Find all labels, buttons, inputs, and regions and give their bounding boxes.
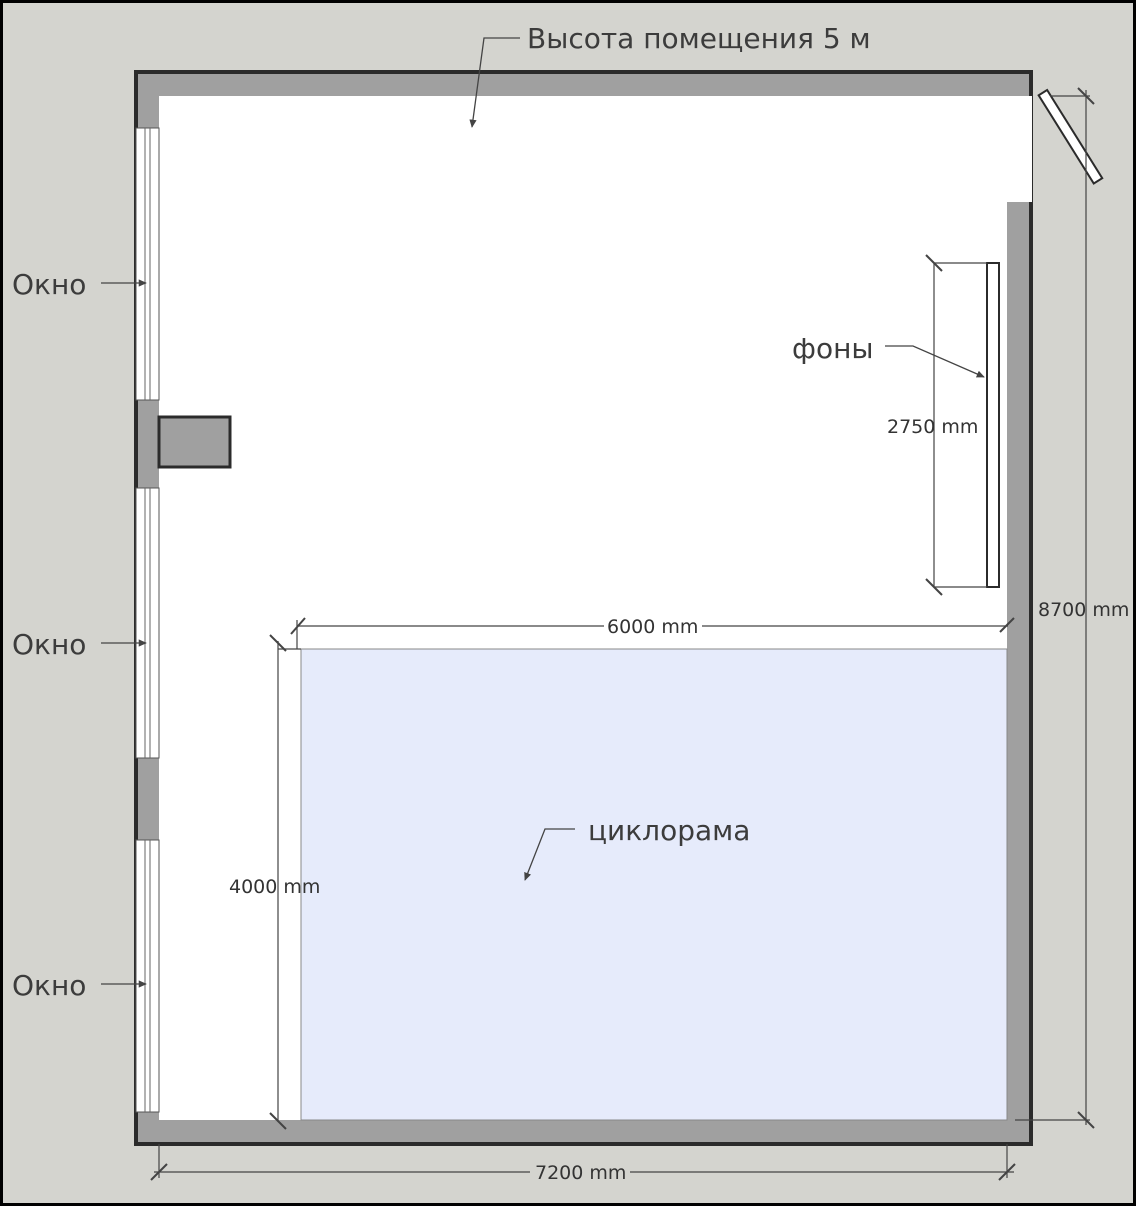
window-2 [135,487,160,759]
cyclorama-area [300,648,1008,1121]
ceiling-height-label: Высота помещения 5 м [527,22,871,55]
right-wall-edge [1007,202,1029,1120]
window-1 [135,127,160,401]
window-label-2: Окно [12,628,86,661]
cyclorama-depth-label: 4000 mm [229,876,320,898]
window-3 [135,839,160,1113]
backdrop-stand [986,262,1000,588]
backdrop-length-label: 2750 mm [887,416,978,438]
cyclorama-label: циклорама [588,814,750,847]
backdrop-dimension [925,254,987,596]
backdrops-label: фоны [792,332,873,365]
room-depth-dimension [1015,87,1095,1129]
cyclorama-depth-dimension [269,634,301,1130]
window-label-1: Окно [12,268,86,301]
ceiling-leader [469,37,520,128]
backdrops-leader [885,345,985,378]
room-width-label: 7200 mm [535,1162,626,1184]
right-wall-segment [1007,96,1029,202]
cyclorama-width-label: 6000 mm [607,616,698,638]
room-depth-label: 8700 mm [1038,599,1129,621]
column [157,415,232,469]
right-wall-top-cover [1029,96,1032,202]
window-label-3: Окно [12,969,86,1002]
cyclorama-leader [524,828,575,881]
